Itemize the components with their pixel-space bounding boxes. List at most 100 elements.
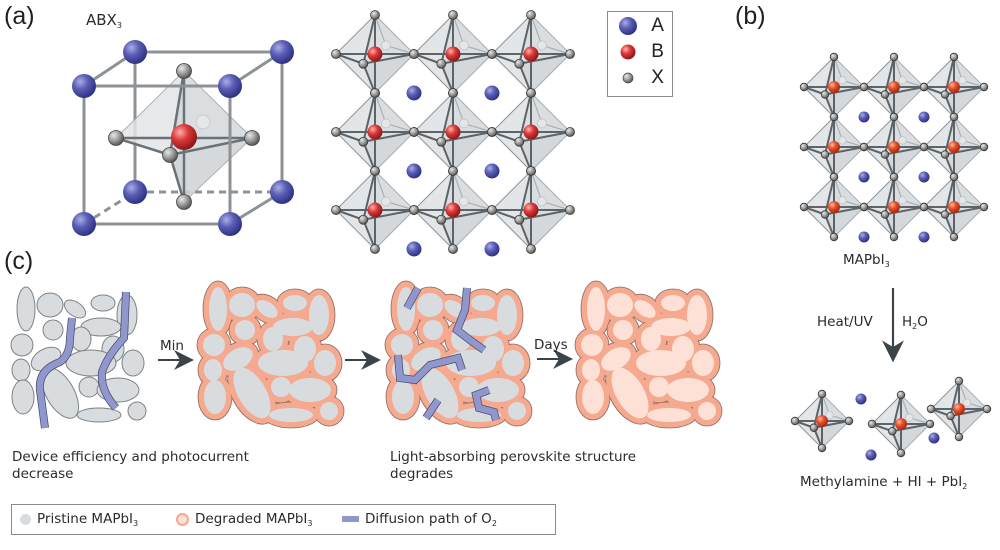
film-degraded-days [574,280,723,429]
a-site-atom [855,393,867,405]
x-site-atom [331,127,341,137]
x-site-atom [487,205,497,215]
a-site-atom [858,171,870,183]
grain-core [508,402,526,420]
a-site-atom [484,85,500,101]
caption-right: Light-absorbing perovskite structure deg… [390,449,637,482]
x-site-atom [829,52,839,62]
b-site-atom [948,201,960,213]
x-site-atom [919,142,929,152]
grain-core [611,367,649,419]
b-site-atom [367,124,383,140]
grain-core [271,377,291,397]
x-site-atom [799,82,809,92]
products-label: Methylamine + HI + PbI2 [800,474,968,491]
x-site-atom [889,52,899,62]
o2-path [98,291,130,411]
grain-core [273,318,313,336]
x-site-atom [820,150,830,159]
grain-core [667,378,709,402]
a-site-atom [918,111,930,123]
x-site-atom [896,390,906,400]
x-site-atom [867,419,877,429]
x-site-atom [448,88,458,98]
grain-core [223,347,253,371]
grain-core [461,318,501,336]
x-site-atom [940,210,950,219]
x-site-atom [526,244,536,254]
grain-core [289,378,331,402]
pristine-grain [121,349,145,377]
grain-core [587,287,605,331]
b-site-atom [948,141,960,153]
x-site-atom [829,232,839,242]
x-site-atom [979,82,989,92]
x-site-atom [526,88,536,98]
b-site-atom [367,202,383,218]
octahedron [331,166,419,254]
pristine-grain [63,299,87,319]
x-site-atom-back [381,40,391,51]
x-site-atom-back [537,118,547,129]
orange-ring-icon [176,512,189,526]
grain-core [417,293,443,317]
octahedron [409,88,497,176]
pristine-grain [90,294,116,312]
grain-core [309,295,329,335]
x-site-atom [565,49,575,59]
x-site-atom [448,10,458,20]
x-site-atom [448,244,458,254]
x-site-atom [358,214,369,225]
pristine-grain [11,358,31,382]
grain-core [391,334,413,356]
x-site-atom [409,49,419,59]
x-site-atom [331,205,341,215]
x-site-atom [436,214,447,225]
octahedron [331,88,419,176]
unit-cell-abx3 [72,40,294,236]
x-site-atom-back [838,76,847,85]
degraded-fragments [790,376,992,461]
o2-path [36,317,76,429]
grain-core [204,380,226,414]
pristine-grain [42,319,64,341]
x-site-atom [799,142,809,152]
x-site-atom [859,202,869,212]
grain-core [581,334,603,356]
days-label: Days [534,337,568,353]
b-site-atom [367,46,383,62]
grain-core [233,367,271,419]
grain-core [392,380,414,414]
o2-path [423,398,441,420]
grain-core [497,295,517,335]
panel-label-b: (b) [735,2,766,30]
grain-core [263,327,283,351]
x-site-atom [331,49,341,59]
x-site-atom [565,127,575,137]
octahedron [409,166,497,254]
gray-dot-icon [20,513,31,525]
a-site-atom [406,241,422,257]
x-site-atom [954,432,964,442]
b-site-atom [828,201,840,213]
octahedron [409,10,497,98]
x-site-atom [487,49,497,59]
grain-core [320,402,338,420]
grain-core [687,295,707,335]
x-site-atom-back [381,118,391,129]
octahedron [331,10,419,98]
blue-bar-icon [342,516,359,522]
x-site-atom [514,214,525,225]
octahedron [859,172,929,242]
x-site-atom [888,427,897,436]
pristine-grain [78,376,100,398]
x-site-atom-back [838,136,847,145]
grain-core [692,350,714,376]
x-site-atom [889,232,899,242]
b-site-atom [895,418,907,430]
grain-core [636,350,686,376]
x-site-atom [946,411,955,421]
pristine-grain [127,401,147,421]
x-site-sphere-icon [622,72,634,84]
x-site-atom [859,142,869,152]
